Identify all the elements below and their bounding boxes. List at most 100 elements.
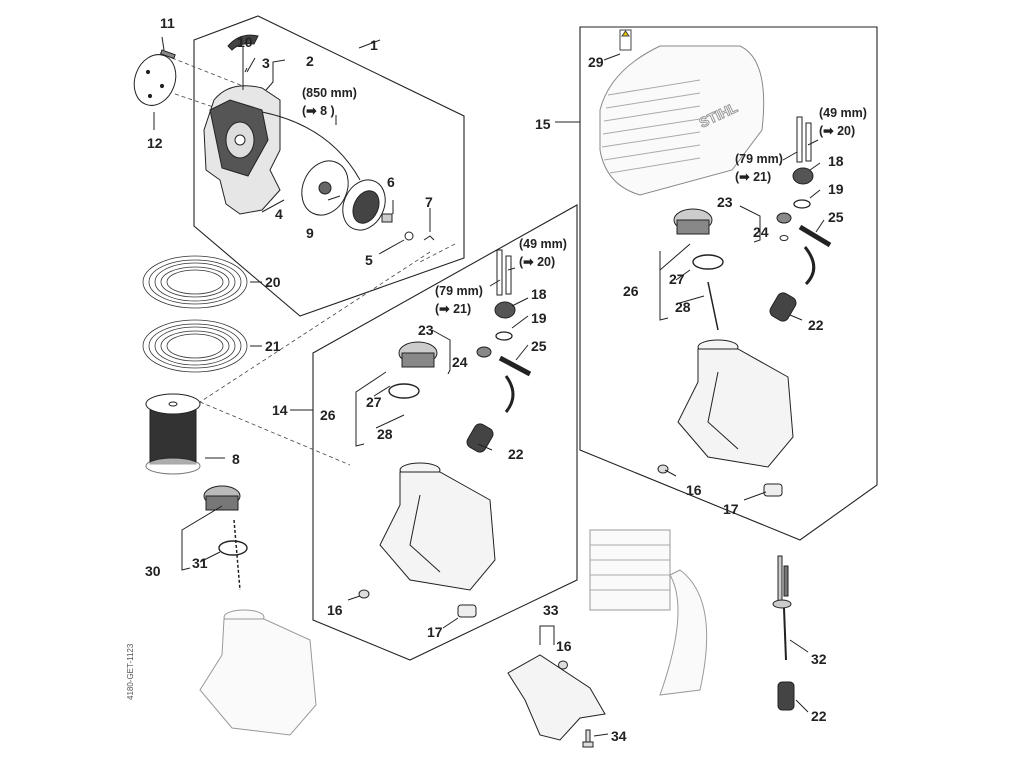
tank-cap-a	[398, 341, 438, 368]
engine	[589, 529, 708, 696]
nut-b	[657, 464, 669, 474]
fuel-tank-c	[199, 609, 317, 736]
fuel-filter-c	[777, 681, 795, 711]
label-part-17: 17	[427, 624, 443, 640]
label-part-18: 18	[531, 286, 547, 302]
rope-spool-8	[145, 393, 201, 475]
pickup-assembly	[772, 555, 792, 661]
o-ring-b	[692, 254, 724, 270]
label-part-30: 30	[145, 563, 161, 579]
pawl	[381, 213, 393, 223]
hose-coil-21	[142, 319, 248, 373]
group-1-frame	[193, 15, 465, 317]
label-part-6: 6	[387, 174, 395, 190]
label-part-5: 5	[365, 252, 373, 268]
label-part-19b: 19	[828, 181, 844, 197]
fitting-b	[763, 483, 783, 497]
label-part-9: 9	[306, 225, 314, 241]
document-code: 4180-GET-1123	[126, 643, 135, 700]
label-part-22: 22	[508, 446, 524, 462]
warning-label	[619, 29, 632, 51]
seal-ring-a	[495, 331, 513, 341]
seal-ring-b	[793, 199, 811, 209]
o-ring-a	[388, 383, 420, 399]
label-part-11: 11	[160, 15, 175, 31]
label-part-1: 1	[370, 37, 378, 53]
label-part-26b: 26	[623, 283, 639, 299]
pickup-hoses-a	[496, 249, 512, 296]
starter-rope	[261, 111, 361, 181]
label-part-16c: 16	[556, 638, 572, 654]
label-group-15: 15	[535, 116, 551, 132]
washer	[404, 231, 414, 241]
o-ring-c	[218, 540, 248, 556]
label-part-12: 12	[147, 135, 163, 151]
fuel-line-b	[803, 246, 816, 286]
label-part-25: 25	[531, 338, 547, 354]
label-part-2: 2	[306, 53, 314, 69]
label-part-28: 28	[377, 426, 393, 442]
spring-disc	[301, 160, 349, 216]
engine-hood: STIHL	[599, 45, 765, 196]
group-14-frame	[312, 204, 578, 661]
fuel-tank-a	[379, 462, 496, 591]
a-hose-long-note: (79 mm)	[435, 284, 483, 298]
label-part-3: 3	[262, 55, 270, 71]
label-part-18b: 18	[828, 153, 844, 169]
label-part-27: 27	[366, 394, 382, 410]
a-hose-short-ref: (➡ 20)	[519, 255, 556, 269]
fitting-a	[457, 604, 477, 618]
label-part-22c: 22	[811, 708, 827, 724]
leader-lines	[153, 36, 825, 737]
label-part-17b: 17	[723, 501, 739, 517]
label-part-23: 23	[418, 322, 434, 338]
fuel-filter-b	[769, 292, 797, 322]
nut-a	[358, 589, 370, 599]
valve-a	[476, 346, 492, 358]
valve-b	[776, 212, 792, 224]
label-part-16b: 16	[686, 482, 702, 498]
dipstick-b	[707, 281, 719, 331]
rope-length-note: (850 mm)	[302, 86, 357, 100]
tank-cap-c	[203, 485, 241, 511]
label-part-27b: 27	[669, 271, 685, 287]
label-part-21: 21	[265, 338, 281, 354]
b-hose-long-note: (79 mm)	[735, 152, 783, 166]
label-part-19: 19	[531, 310, 547, 326]
label-part-8: 8	[232, 451, 240, 467]
rope-ref-note: (➡ 8 )	[302, 104, 335, 118]
label-part-24b: 24	[753, 224, 769, 240]
starter-cover-plate	[133, 54, 177, 106]
label-part-28b: 28	[675, 299, 691, 315]
starter-housing	[203, 85, 281, 215]
starter-grip	[227, 34, 259, 90]
label-part-34: 34	[611, 728, 627, 744]
label-group-14: 14	[272, 402, 288, 418]
fuel-tank-b	[677, 339, 794, 468]
label-part-7: 7	[425, 194, 433, 210]
label-part-10: 10	[237, 34, 253, 50]
fuel-line-a	[504, 375, 515, 413]
group-15-frame	[579, 26, 878, 541]
b-hose-short-ref: (➡ 20)	[819, 124, 856, 138]
label-part-25b: 25	[828, 209, 844, 225]
fuel-filter-a	[466, 423, 494, 453]
label-part-23b: 23	[717, 194, 733, 210]
guard	[507, 654, 606, 741]
label-part-29: 29	[588, 54, 604, 70]
grommet-b	[792, 167, 814, 185]
tube-b	[798, 224, 832, 248]
tank-cap-b	[673, 208, 713, 235]
b-hose-long-ref: (➡ 21)	[735, 170, 772, 184]
label-part-32: 32	[811, 651, 827, 667]
grommet-a	[494, 301, 516, 319]
tube-a	[498, 355, 532, 377]
label-part-33: 33	[543, 602, 559, 618]
label-part-24: 24	[452, 354, 468, 370]
label-part-26: 26	[320, 407, 336, 423]
screw	[159, 49, 176, 60]
nut-c	[558, 660, 568, 670]
a-hose-long-ref: (➡ 21)	[435, 302, 472, 316]
